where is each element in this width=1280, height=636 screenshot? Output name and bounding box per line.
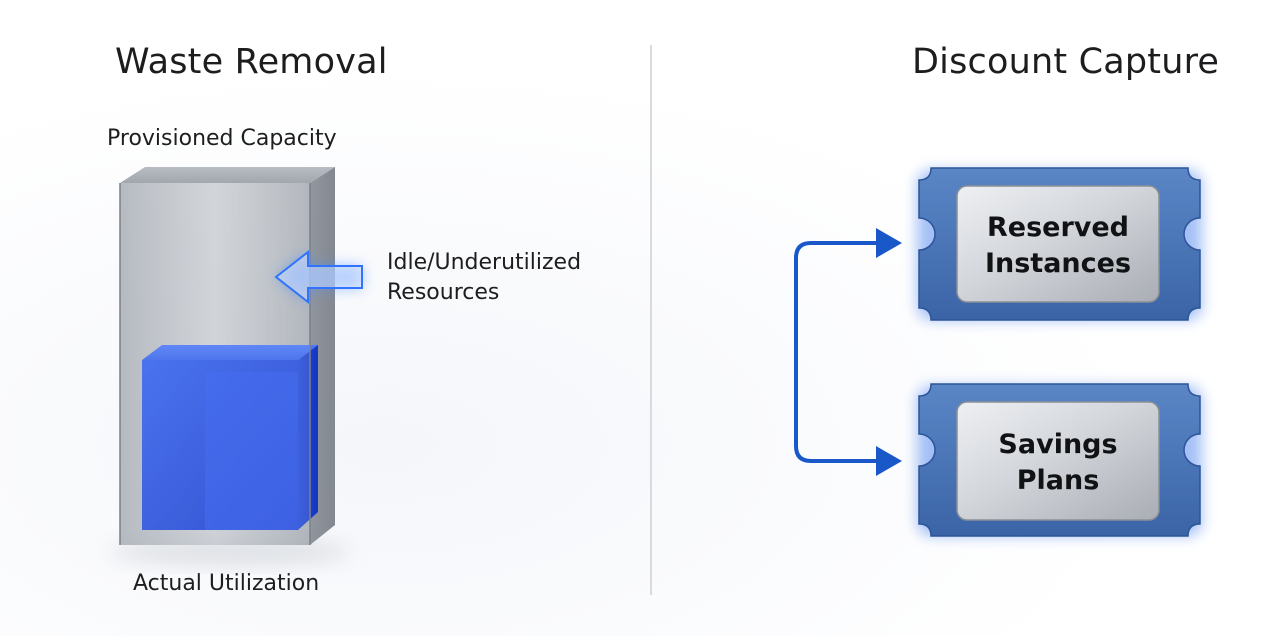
branch-connector <box>700 228 902 476</box>
capacity-column <box>110 167 350 566</box>
left-arrow-icon <box>274 249 363 305</box>
idle-resources-label-line2: Resources <box>387 280 500 305</box>
arrowhead-bottom-icon <box>876 446 902 476</box>
provisioned-capacity-label: Provisioned Capacity <box>107 126 337 151</box>
ticket-savings-line1: Savings <box>998 429 1117 460</box>
idle-resources-label-line1: Idle/Underutilized <box>387 250 582 275</box>
actual-utilization-block <box>142 345 318 530</box>
panel-divider <box>650 45 652 595</box>
ticket-savings-line2: Plans <box>1017 465 1100 496</box>
ticket-reserved-line1: Reserved <box>987 212 1129 243</box>
waste-removal-title: Waste Removal <box>115 42 388 82</box>
discount-capture-title: Discount Capture <box>912 42 1220 82</box>
ticket-reserved-line2: Instances <box>985 248 1131 279</box>
ticket-savings-plans: Savings Plans <box>917 383 1202 537</box>
container-top-face <box>120 167 335 183</box>
arrowhead-top-icon <box>876 228 902 258</box>
actual-utilization-label: Actual Utilization <box>133 571 320 596</box>
ticket-reserved-instances: Reserved Instances <box>917 167 1202 321</box>
